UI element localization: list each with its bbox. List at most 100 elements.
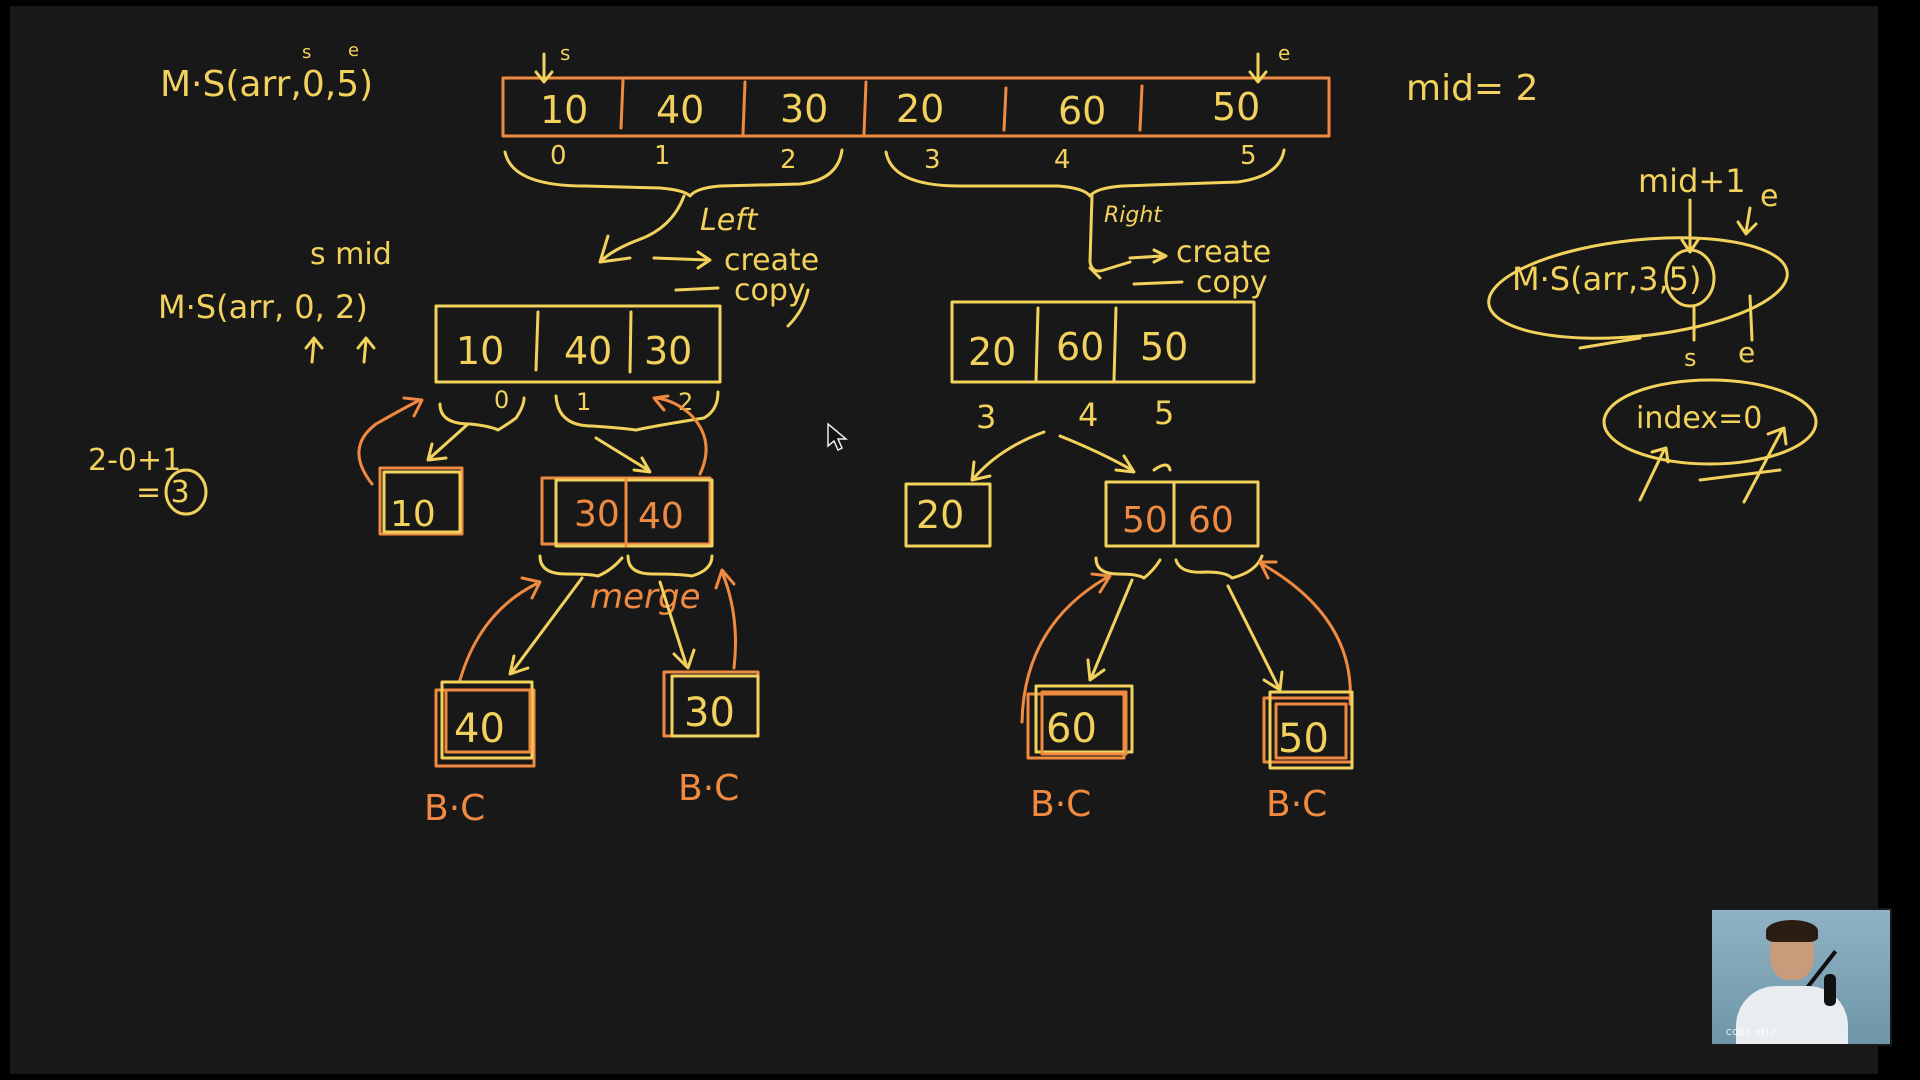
right-branch-arrow <box>1088 194 1132 280</box>
left-array-cell: 40 <box>564 329 612 373</box>
main-array-divider <box>619 78 625 130</box>
right-copy-label: copy <box>1196 265 1268 300</box>
bc-40-inner2 <box>444 688 532 754</box>
mid-plus-one-arrow <box>1680 198 1700 254</box>
box-10: 10 <box>378 466 464 536</box>
bc-40-inner <box>440 680 534 760</box>
left-branch-arrow <box>598 194 686 264</box>
main-array-cell: 40 <box>656 88 704 132</box>
right-array: 20 60 50 3 4 5 <box>950 300 1256 436</box>
sketch-strokes <box>1578 336 1782 482</box>
left-array: 10 40 30 0 1 2 <box>434 304 722 416</box>
microphone-icon <box>1824 974 1836 1006</box>
merge-label: merge <box>590 577 701 617</box>
pair-box-right: 50 60 <box>1104 480 1260 548</box>
left-brace <box>503 148 844 198</box>
main-array-e-mark: e <box>1278 41 1290 65</box>
bc-50-inner2 <box>1274 702 1348 760</box>
right-panel-call: M·S(arr,3,5) <box>1512 260 1701 298</box>
bc-50-inner <box>1268 690 1354 770</box>
bc-60-inner <box>1034 684 1134 754</box>
board-background <box>10 6 1878 1074</box>
pair-right-outline <box>1104 480 1260 548</box>
create-arrow <box>652 250 712 270</box>
left-call-text: M·S(arr, 0, 2) <box>158 288 368 326</box>
main-array-divider <box>741 80 747 136</box>
create-arrow <box>1128 248 1168 264</box>
main-array-outline <box>501 76 1331 138</box>
bc-60-label: B·C <box>1030 784 1091 825</box>
left-array-cell: 10 <box>456 329 504 373</box>
box-20: 20 <box>904 482 992 548</box>
copy-arrow <box>1132 280 1184 286</box>
right-array-index: 3 <box>976 398 996 436</box>
pair-right-value: 60 <box>1188 500 1234 541</box>
right-panel-mid-label: mid+1 <box>1638 162 1746 200</box>
left-branch-label: Left <box>700 203 759 238</box>
bc-30-inner <box>670 674 760 738</box>
pair-left-inner <box>554 478 714 548</box>
bc-30-label: B·C <box>678 768 739 809</box>
arrow-to-bc-30 <box>658 580 696 670</box>
brace-left-12 <box>554 390 720 432</box>
main-array-index: 1 <box>654 141 671 171</box>
left-copy-label: copy <box>734 273 806 308</box>
bc-60-outline <box>1026 692 1126 760</box>
box-20-value: 20 <box>916 493 964 537</box>
right-array-cell: 20 <box>968 330 1016 374</box>
pointer-lines <box>1692 294 1754 342</box>
right-panel-e-below: e <box>1738 336 1755 369</box>
right-array-cell: 50 <box>1140 325 1188 369</box>
box-10-value: 10 <box>390 494 436 535</box>
right-panel-e-label: e <box>1760 179 1778 214</box>
main-array-index: 3 <box>924 145 941 175</box>
bc-box-60: 60 <box>1026 684 1134 760</box>
brace-pair-left-a <box>538 554 624 578</box>
main-array-cell: 10 <box>540 88 588 132</box>
copy-arrow <box>674 286 720 292</box>
left-array-outline <box>434 304 722 384</box>
right-array-index: 4 <box>1078 396 1098 434</box>
main-array-divider <box>1138 84 1144 132</box>
main-array-divider <box>1002 86 1008 132</box>
left-array-cell: 30 <box>644 329 692 373</box>
webcam-caption: CODE HELP <box>1726 1028 1777 1037</box>
main-array-divider <box>862 80 868 136</box>
main-array-cell: 60 <box>1058 89 1106 133</box>
right-create-label: create <box>1176 235 1271 270</box>
pair-right-value: 50 <box>1122 500 1168 541</box>
brace-pair-right-a <box>1094 556 1162 580</box>
bc-60-value: 60 <box>1046 706 1097 752</box>
right-branch-label: Right <box>1104 203 1163 228</box>
brace-left-0 <box>438 396 526 432</box>
main-array-s-mark: s <box>560 41 570 65</box>
bc-box-50: 50 <box>1262 690 1354 770</box>
box-20-outline <box>904 482 992 548</box>
pair-box-left: 30 40 <box>540 476 714 548</box>
top-call-text: M·S(arr,0,5) <box>160 64 373 105</box>
index-arrow-left <box>1638 446 1670 502</box>
box-10-inner <box>382 470 462 534</box>
right-array-divider <box>1112 306 1118 382</box>
main-array-index: 2 <box>780 145 797 175</box>
main-array-cell: 20 <box>896 87 944 131</box>
return-arrow-bc-30 <box>714 568 737 670</box>
bc-box-40: 40 <box>434 680 536 768</box>
return-arrow-pair <box>652 394 708 476</box>
right-panel-call-ellipse <box>1487 236 1789 340</box>
left-create-label: create <box>724 243 819 278</box>
top-call-e-mark: e <box>348 40 359 61</box>
arrow-to-bc-60 <box>1086 578 1134 682</box>
presenter-hair <box>1766 920 1818 942</box>
brace-pair-right-b <box>1174 554 1264 580</box>
s-pointer-arrow <box>534 52 554 84</box>
s-pointer-arrow <box>304 336 324 364</box>
main-array-cell: 50 <box>1212 85 1260 129</box>
index-arrow-right <box>1742 426 1788 504</box>
left-call-annot: s mid <box>310 237 392 272</box>
mid-label: mid= 2 <box>1406 68 1538 109</box>
calc-note-line1: 2-0+1 <box>88 443 181 478</box>
left-array-index: 1 <box>576 388 591 416</box>
left-array-divider <box>628 310 633 374</box>
arrow-to-pair-right <box>1058 434 1136 474</box>
